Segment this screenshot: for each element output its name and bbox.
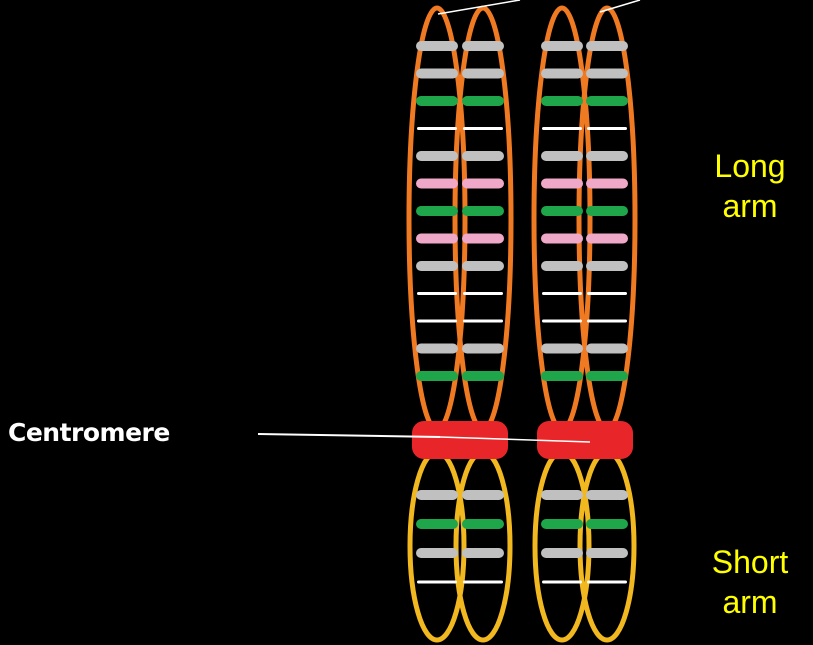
short-arm-label: Short arm: [688, 542, 812, 622]
long-arm-band-gray: [416, 151, 458, 161]
long-arm-band-white: [463, 292, 503, 295]
short-arm-band-gray: [586, 548, 628, 558]
short-arm-band-white: [542, 581, 582, 584]
long-arm-band-gray: [462, 69, 504, 79]
long-arm-band-green: [541, 96, 583, 106]
long-arm-band-gray: [541, 261, 583, 271]
long-arm-band-green: [462, 371, 504, 381]
short-arm-band-gray: [462, 548, 504, 558]
long-arm-band-gray: [541, 344, 583, 354]
long-arm-band-white: [542, 320, 582, 323]
long-arm-band-pink: [462, 179, 504, 189]
long-arm-band-white: [542, 292, 582, 295]
long-arm-band-white: [417, 292, 457, 295]
long-arm-band-green: [586, 96, 628, 106]
short-arm-band-white: [463, 581, 503, 584]
long-arm-band-gray: [462, 151, 504, 161]
short-arm-band-white: [587, 581, 627, 584]
long-arm-band-gray: [416, 261, 458, 271]
long-arm-band-green: [416, 371, 458, 381]
long-arm-band-pink: [586, 234, 628, 244]
long-arm-band-pink: [416, 179, 458, 189]
long-arm-band-gray: [586, 344, 628, 354]
short-arm-band-green: [416, 519, 458, 529]
long-arm-band-gray: [541, 69, 583, 79]
long-arm-band-pink: [541, 179, 583, 189]
long-arm-band-white: [587, 292, 627, 295]
short-arm-band-green: [462, 519, 504, 529]
short-arm-band-gray: [416, 548, 458, 558]
long-arm-band-gray: [586, 41, 628, 51]
centromere-label: Centromere: [8, 418, 170, 447]
short-arm-label-line1: Short: [688, 542, 812, 582]
long-arm-band-gray: [416, 344, 458, 354]
long-arm-band-white: [417, 127, 457, 130]
long-arm-band-green: [462, 206, 504, 216]
short-arm-band-green: [586, 519, 628, 529]
short-arm-band-gray: [541, 548, 583, 558]
short-arm-band-gray: [586, 490, 628, 500]
long-arm-band-green: [586, 371, 628, 381]
long-arm-band-gray: [462, 344, 504, 354]
long-arm-band-gray: [462, 41, 504, 51]
long-arm-band-green: [416, 206, 458, 216]
long-arm-band-green: [586, 206, 628, 216]
long-arm-band-white: [542, 127, 582, 130]
long-arm-band-gray: [586, 151, 628, 161]
centromere-1: [412, 421, 508, 459]
short-arm-band-gray: [462, 490, 504, 500]
long-arm-band-gray: [541, 41, 583, 51]
long-arm-band-pink: [462, 234, 504, 244]
long-arm-band-white: [463, 127, 503, 130]
long-arm-band-white: [417, 320, 457, 323]
long-arm-band-gray: [462, 261, 504, 271]
long-arm-band-green: [462, 96, 504, 106]
long-arm-label-line2: arm: [690, 186, 810, 226]
long-arm-band-pink: [416, 234, 458, 244]
long-arm-band-pink: [541, 234, 583, 244]
long-arm-band-gray: [586, 69, 628, 79]
long-arm-band-white: [463, 320, 503, 323]
long-arm-band-gray: [586, 261, 628, 271]
long-arm-band-green: [541, 206, 583, 216]
long-arm-label: Long arm: [690, 146, 810, 226]
short-arm-band-white: [417, 581, 457, 584]
short-arm-label-line2: arm: [688, 582, 812, 622]
long-arm-band-gray: [541, 151, 583, 161]
short-arm-band-gray: [541, 490, 583, 500]
long-arm-band-pink: [586, 179, 628, 189]
short-arm-band-gray: [416, 490, 458, 500]
long-arm-band-green: [541, 371, 583, 381]
long-arm-band-white: [587, 320, 627, 323]
long-arm-band-gray: [416, 41, 458, 51]
short-arm-band-green: [541, 519, 583, 529]
long-arm-band-white: [587, 127, 627, 130]
long-arm-band-gray: [416, 69, 458, 79]
long-arm-label-line1: Long: [690, 146, 810, 186]
long-arm-band-green: [416, 96, 458, 106]
